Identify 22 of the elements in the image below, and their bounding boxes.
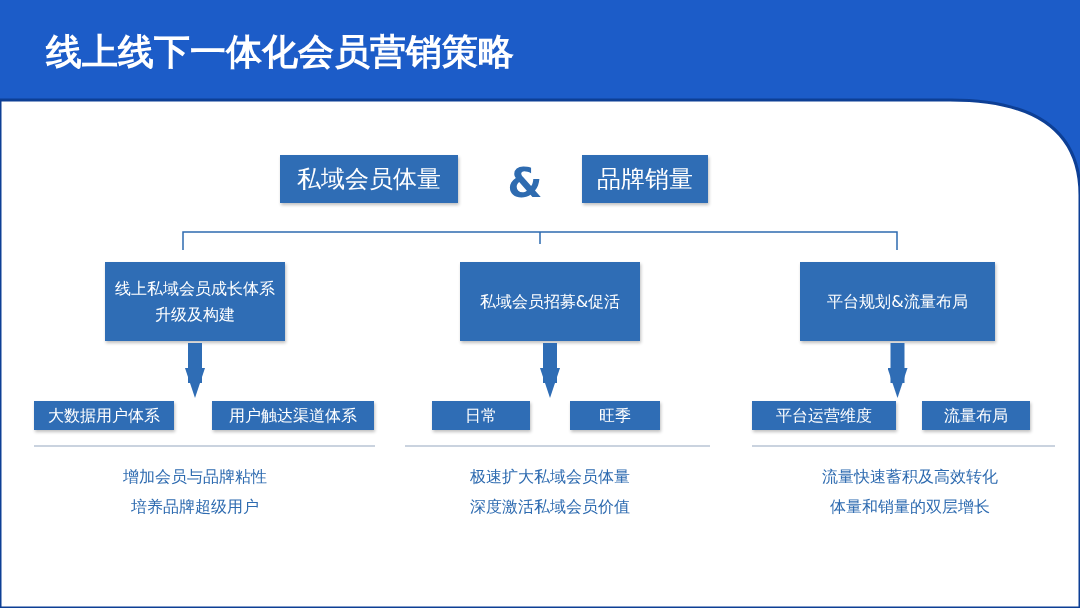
category-box: 日常 [432, 401, 530, 430]
category-box: 用户触达渠道体系 [212, 401, 374, 430]
note-text: 培养品牌超级用户 [131, 497, 259, 518]
note-text: 体量和销量的双层增长 [830, 497, 990, 518]
slide-title: 线上线下一体化会员营销策略 [46, 30, 514, 74]
note-text: 流量快速蓄积及高效转化 [822, 467, 998, 488]
category-box: 私域会员招募&促活 [460, 262, 640, 341]
category-box: 线上私域会员成长体系升级及构建 [105, 262, 285, 341]
heading-box: 品牌销量 [582, 155, 708, 203]
ampersand: & [507, 160, 543, 206]
note-text: 增加会员与品牌粘性 [123, 467, 267, 488]
category-box: 平台规划&流量布局 [800, 262, 995, 341]
category-box: 旺季 [570, 401, 660, 430]
note-text: 深度激活私域会员价值 [470, 497, 630, 518]
heading-box: 私域会员体量 [280, 155, 458, 203]
category-box: 平台运营维度 [752, 401, 896, 430]
note-text: 极速扩大私域会员体量 [470, 467, 630, 488]
down-arrow [887, 343, 908, 398]
category-box: 流量布局 [922, 401, 1030, 430]
down-arrow [185, 343, 205, 398]
category-box: 大数据用户体系 [34, 401, 174, 430]
down-arrow [540, 343, 560, 398]
